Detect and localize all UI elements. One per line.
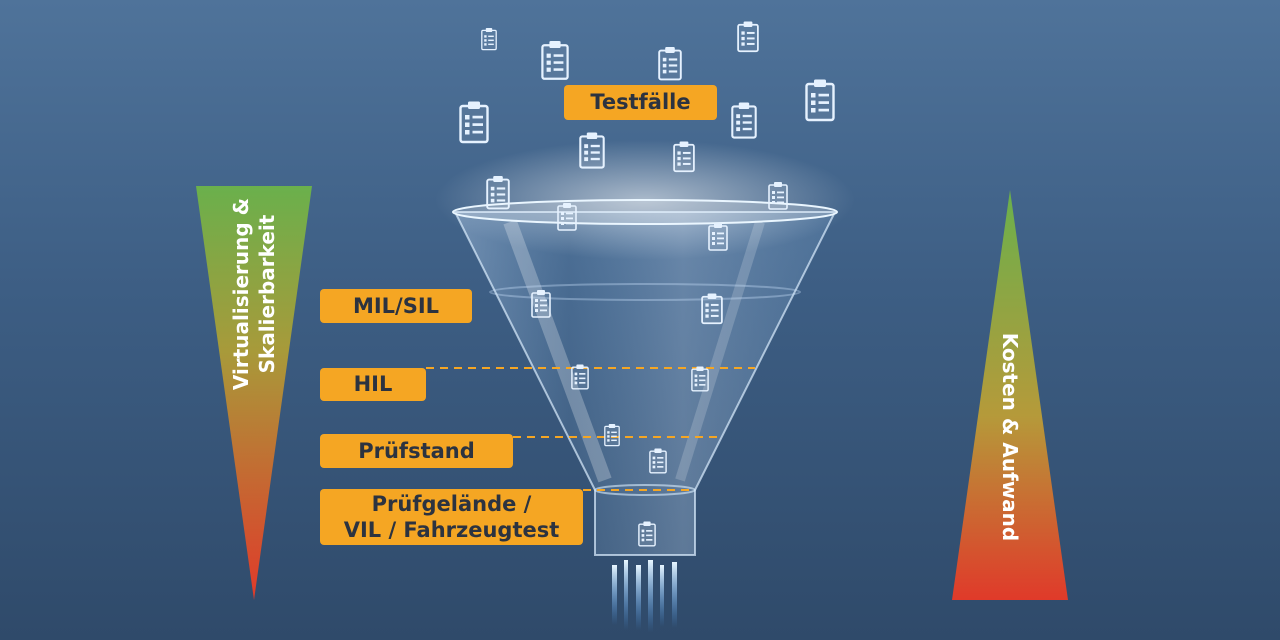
proving-ground-label-line2: VIL / Fahrzeugtest [343, 518, 560, 542]
test-bench-label: Prüfstand [320, 434, 513, 468]
hil-label-text: HIL [353, 372, 393, 397]
proving-ground-label-line1: Prüfgelände / [371, 491, 532, 516]
clipboard-icon [557, 202, 577, 231]
hil-label: HIL [320, 368, 426, 401]
test-bench-label-text: Prüfstand [358, 438, 475, 463]
clipboard-icon [541, 39, 569, 80]
clipboard-icon [731, 101, 757, 139]
virtualization-scale-triangle [196, 186, 312, 600]
testcases-label-text: Testfälle [590, 90, 691, 115]
clipboard-icon [579, 131, 605, 169]
clipboard-icon [701, 292, 723, 325]
clipboard-icon [571, 363, 589, 390]
clipboard-icon [604, 423, 620, 447]
clipboard-icon [658, 46, 682, 81]
cost-scale-triangle [952, 190, 1068, 600]
clipboard-icon [673, 140, 695, 173]
virtualization-scale-line1: Virtualisierung & [229, 197, 253, 391]
clipboard-icon [737, 20, 759, 53]
mil-sil-label-text: MIL/SIL [352, 293, 440, 318]
clipboard-icon [768, 181, 788, 210]
clipboard-icon [638, 520, 656, 547]
testcases-label: Testfälle [564, 85, 717, 120]
clipboard-icon [649, 447, 667, 474]
cost-scale-text: Kosten & Aufwand [998, 332, 1022, 542]
funnel-rim [452, 199, 838, 225]
clipboard-icon [691, 365, 709, 392]
virtualization-scale-label: Virtualisierung & Skalierbarkeit [228, 198, 280, 390]
output-light-streaks [612, 560, 677, 632]
clipboard-icon [531, 289, 551, 318]
clipboard-icon [459, 100, 489, 144]
clipboard-icon [481, 27, 497, 51]
clipboard-icon [708, 222, 728, 251]
mil-sil-label: MIL/SIL [320, 289, 472, 323]
proving-ground-label: Prüfgelände / VIL / Fahrzeugtest [320, 489, 583, 545]
cost-scale-label: Kosten & Aufwand [997, 333, 1023, 541]
clipboard-icon [486, 175, 510, 210]
virtualization-scale-line2: Skalierbarkeit [255, 214, 279, 374]
clipboard-icon [805, 78, 835, 122]
